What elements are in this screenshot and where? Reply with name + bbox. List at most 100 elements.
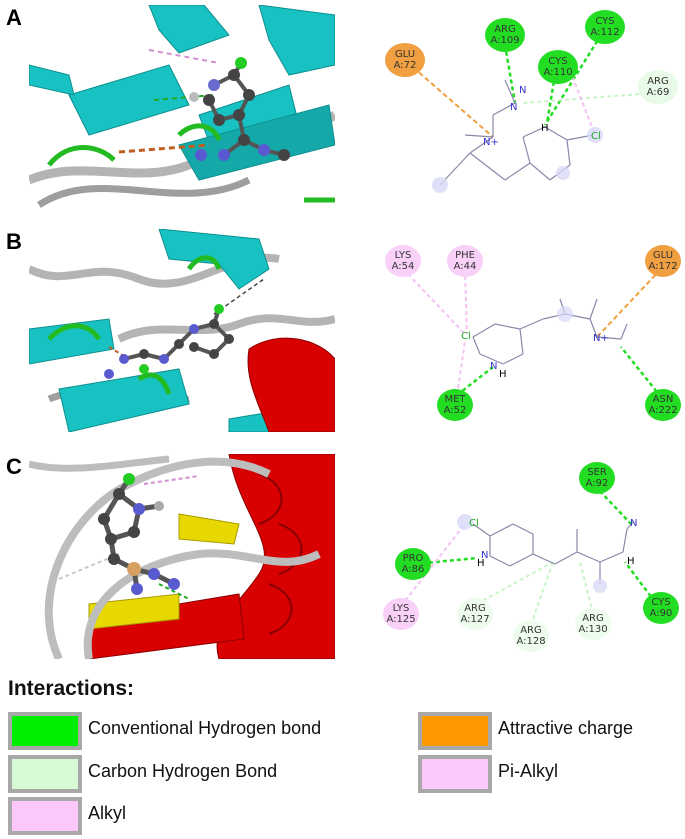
atom-nh-label: N	[490, 361, 497, 372]
svg-text:MET: MET	[444, 394, 466, 405]
residue-cys-a90: CYS A:90	[643, 592, 679, 624]
svg-text:A:54: A:54	[392, 261, 415, 272]
residue-pro-a86: PRO A:86	[395, 548, 431, 580]
beta-strand	[29, 64, 75, 96]
atom-h2-label: H	[627, 556, 635, 567]
turn	[186, 255, 222, 271]
atom-n1-label: N	[510, 102, 517, 113]
beta-strand	[148, 5, 230, 54]
turn	[177, 123, 222, 142]
legend-item-carbon-h-bond: Carbon Hydrogen Bond	[8, 755, 408, 795]
legend-item-pi-alkyl: Pi-Alkyl	[418, 755, 678, 795]
svg-text:CYS: CYS	[595, 16, 614, 27]
beta-strand	[68, 64, 190, 136]
svg-text:LYS: LYS	[393, 603, 410, 614]
panel-c-3d-render	[29, 454, 335, 659]
legend-title: Interactions:	[8, 677, 135, 700]
svg-text:GLU: GLU	[395, 49, 415, 60]
svg-text:A:69: A:69	[647, 87, 670, 98]
svg-text:A:172: A:172	[648, 261, 677, 272]
coil	[29, 455, 170, 472]
atom-cl-label: Cl	[591, 131, 601, 142]
svg-text:ARG: ARG	[582, 613, 604, 624]
legend-item-alkyl: Alkyl	[8, 797, 408, 837]
legend-label: Attractive charge	[498, 718, 634, 738]
atom-n-label: N	[630, 518, 637, 529]
helix	[216, 454, 335, 659]
svg-text:A:86: A:86	[402, 564, 425, 575]
svg-text:GLU: GLU	[653, 250, 673, 261]
residue-arg-a109: ARG A:109	[485, 18, 525, 52]
residue-arg-a128: ARG A:128	[513, 620, 549, 652]
svg-text:A:92: A:92	[586, 478, 609, 489]
residue-arg-a127: ARG A:127	[457, 598, 493, 630]
svg-text:A:222: A:222	[648, 405, 677, 416]
svg-text:CYS: CYS	[651, 597, 670, 608]
turn	[47, 323, 102, 341]
coil	[117, 314, 335, 343]
svg-text:PRO: PRO	[403, 553, 424, 564]
legend-item-attractive-charge: Attractive charge	[418, 712, 678, 752]
panel-b-3d-render	[29, 229, 335, 432]
panel-letter-a: A	[6, 5, 22, 30]
svg-text:A:52: A:52	[444, 405, 467, 416]
beta-strand	[258, 5, 335, 76]
svg-text:A:109: A:109	[490, 35, 519, 46]
legend-item-conventional-h-bond: Conventional Hydrogen bond	[8, 712, 408, 752]
svg-text:ARG: ARG	[647, 76, 669, 87]
residue-lys-a54: LYS A:54	[385, 245, 421, 277]
panel-b-2d-diagram: Cl N H N+ LYS A:54 PHE A:44 GLU A:172 ME…	[365, 229, 685, 432]
svg-text:A:130: A:130	[578, 624, 607, 635]
legend-label: Alkyl	[88, 803, 127, 823]
atom-nplus-label: N+	[483, 137, 499, 148]
legend-swatch	[8, 755, 82, 793]
panel-a-2d-diagram: N N N+ H Cl GLU A:72 ARG A:109 CYS A:112…	[365, 5, 685, 208]
svg-text:A:90: A:90	[650, 608, 673, 619]
helix-turns	[258, 473, 303, 635]
residue-arg-a130: ARG A:130	[575, 608, 611, 640]
residue-phe-a44: PHE A:44	[447, 245, 483, 277]
atom-h-label: H	[499, 369, 507, 380]
legend-label: Pi-Alkyl	[498, 761, 559, 781]
atom-cl-label: Cl	[469, 518, 479, 529]
residue-met-a52: MET A:52	[437, 389, 473, 421]
beta-strand	[58, 368, 190, 432]
turn	[137, 372, 172, 395]
svg-text:A:127: A:127	[460, 614, 489, 625]
beta-strand	[178, 104, 335, 181]
svg-text:A:44: A:44	[454, 261, 477, 272]
legend-swatch	[8, 797, 82, 835]
legend-swatch	[418, 712, 492, 750]
panel-c-2d-diagram: Cl N H N H SER A:92 PRO A:86 CYS A:90 LY…	[365, 454, 685, 659]
legend-label: Conventional Hydrogen bond	[88, 718, 322, 738]
svg-text:ASN: ASN	[653, 394, 674, 405]
atom-h-label: H	[541, 123, 549, 134]
helix-coloured-yellow	[178, 513, 240, 545]
svg-text:PHE: PHE	[455, 250, 475, 261]
legend-swatch	[418, 755, 492, 793]
svg-text:A:110: A:110	[543, 67, 572, 78]
residue-cys-a112: CYS A:112	[585, 10, 625, 44]
svg-text:ARG: ARG	[520, 625, 542, 636]
atom-n2-label: N	[519, 85, 526, 96]
atom-h-label: H	[477, 558, 485, 569]
svg-text:ARG: ARG	[464, 603, 486, 614]
residue-ser-a92: SER A:92	[579, 462, 615, 494]
residue-lys-a125: LYS A:125	[383, 598, 419, 630]
coil	[83, 549, 321, 659]
atom-nh-label: N	[481, 550, 488, 561]
coil	[37, 176, 251, 208]
svg-text:A:72: A:72	[394, 60, 417, 71]
legend-swatch	[8, 712, 82, 750]
residue-cys-a110: CYS A:110	[538, 50, 578, 84]
svg-text:A:128: A:128	[516, 636, 545, 647]
svg-text:A:125: A:125	[386, 614, 415, 625]
panel-letter-b: B	[6, 229, 22, 254]
panel-a-3d-render	[29, 5, 335, 208]
svg-text:LYS: LYS	[395, 250, 412, 261]
ligand-atoms	[189, 57, 290, 161]
svg-text:A:112: A:112	[590, 27, 619, 38]
residue-glu-a72: GLU A:72	[385, 43, 425, 77]
svg-text:SER: SER	[587, 467, 607, 478]
legend-label: Carbon Hydrogen Bond	[88, 761, 278, 781]
